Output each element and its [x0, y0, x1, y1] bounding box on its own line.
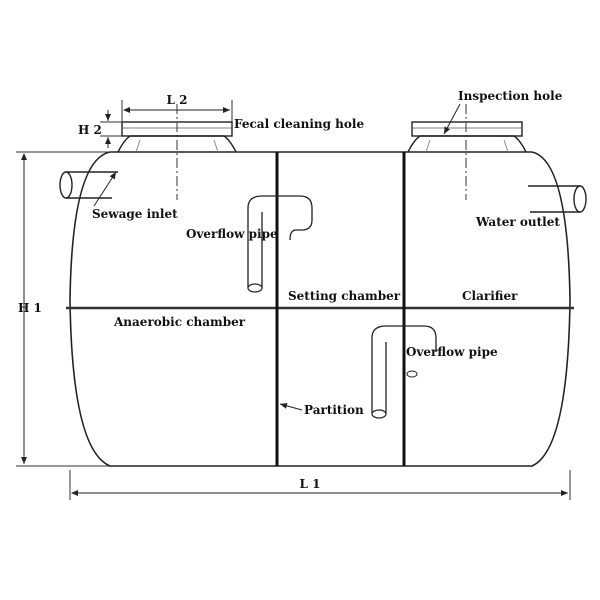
dimension-l2: L 2 [121, 93, 233, 122]
setting-chamber-label: Setting chamber [288, 289, 401, 303]
overflow-pipe-left-label: Overflow pipe [186, 227, 278, 241]
dimension-h2-label: H 2 [78, 123, 102, 137]
partition-label: Partition [304, 403, 364, 417]
water-outlet-pipe [528, 185, 587, 213]
leader-sewage-inlet [93, 171, 117, 207]
sewage-inlet-label: Sewage inlet [92, 207, 178, 221]
anaerobic-chamber-label: Anaerobic chamber [113, 315, 246, 329]
sewage-inlet-pipe [59, 171, 118, 199]
dimension-l2-label: L 2 [167, 93, 188, 107]
overflow-pipe-right-label: Overflow pipe [406, 345, 498, 359]
leader-partition [279, 402, 303, 411]
water-outlet-label: Water outlet [475, 215, 560, 229]
dimension-l1: L 1 [69, 470, 571, 500]
dimension-h2: H 2 [78, 110, 122, 148]
inspection-hole [407, 104, 527, 200]
fecal-cleaning-hole-label: Fecal cleaning hole [234, 117, 364, 131]
dimension-l1-label: L 1 [300, 477, 321, 491]
overflow-pipe-left [247, 195, 313, 293]
leader-inspection-hole [443, 103, 461, 135]
inspection-hole-label: Inspection hole [458, 89, 563, 103]
dimension-h1-label: H 1 [18, 301, 42, 315]
overflow-pipe-right [371, 325, 437, 419]
fecal-cleaning-hole [117, 104, 237, 200]
clarifier-label: Clarifier [462, 289, 518, 303]
dimension-h1: H 1 [16, 151, 110, 467]
